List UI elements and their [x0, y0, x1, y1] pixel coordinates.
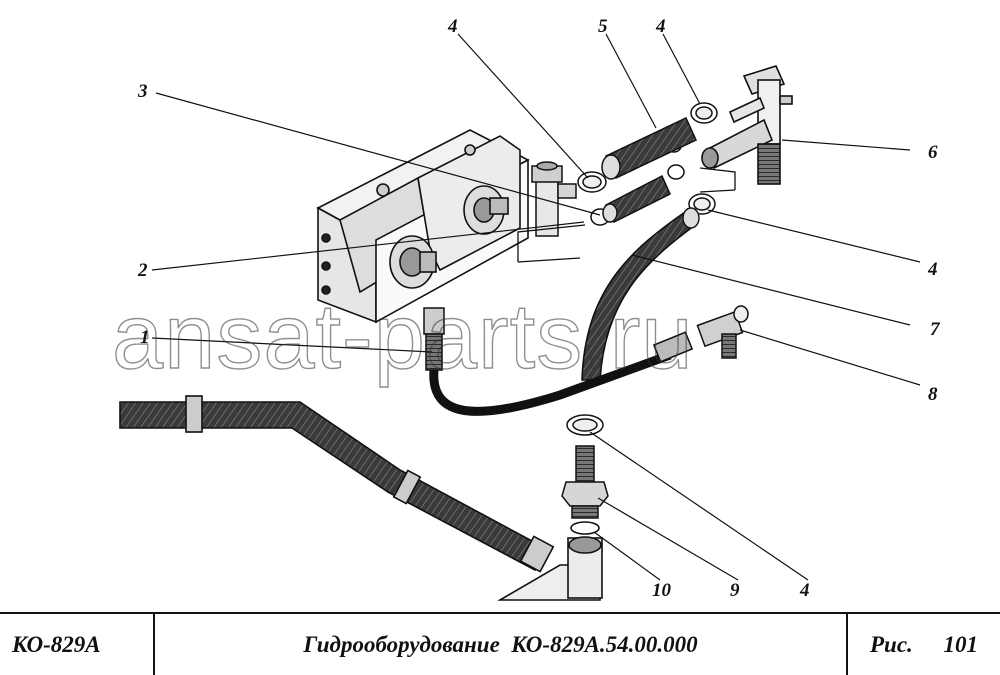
pump-assembly — [316, 129, 530, 324]
hose-5 — [601, 116, 697, 180]
watermark: ansat-parts.ru — [112, 286, 694, 388]
callout-8: 8 — [928, 384, 938, 405]
callout-4-top-right: 4 — [655, 16, 666, 37]
figure-cell: Рис. 101 — [848, 614, 1000, 675]
callout-5: 5 — [598, 16, 608, 37]
callout-4-right: 4 — [927, 259, 938, 280]
callout-1: 1 — [140, 327, 150, 348]
model-code: КО-829А — [12, 631, 101, 657]
callout-6: 6 — [928, 142, 938, 163]
callout-2: 2 — [137, 260, 148, 281]
title-cell: Гидрооборудование КО-829А.54.00.000 — [155, 614, 848, 675]
leader-lines — [151, 33, 921, 581]
figure-label: Рис. — [870, 631, 913, 657]
callout-4-top-left: 4 — [447, 16, 458, 37]
clamps — [566, 102, 718, 436]
callout-10: 10 — [652, 580, 672, 601]
callout-3: 3 — [137, 81, 148, 102]
callout-9: 9 — [730, 580, 740, 601]
callout-7: 7 — [930, 319, 941, 340]
model-cell: КО-829А — [0, 614, 155, 675]
washer-10 — [570, 521, 600, 535]
hydraulic-equipment-drawing: ansat-parts.ru 1 2 3 4 4 4 4 5 6 7 8 9 1… — [111, 16, 941, 601]
assembly-lines — [517, 167, 736, 263]
tee-pipe-6 — [701, 65, 793, 185]
callout-4-bottom: 4 — [799, 580, 810, 601]
suction-pipe — [119, 395, 603, 601]
hose-3 — [602, 174, 671, 224]
pressure-hose-1 — [423, 307, 694, 416]
tee-fitting-8 — [696, 305, 749, 359]
title-block: КО-829А Гидрооборудование КО-829А.54.00.… — [0, 612, 1000, 675]
union-9 — [561, 445, 609, 519]
figure-number: 101 — [943, 631, 979, 657]
drawing-title: Гидрооборудование КО-829А.54.00.000 — [303, 631, 698, 657]
